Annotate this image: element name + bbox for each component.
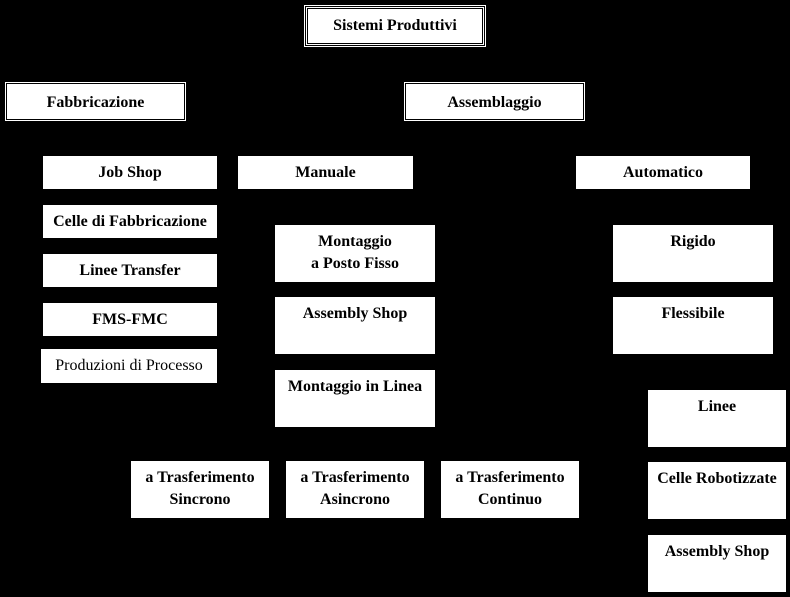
trasferimento-node: a Trasferimento Sincrono — [131, 461, 269, 518]
manuale-item-line2: a Posto Fisso — [311, 254, 399, 272]
trasferimento-line1: a Trasferimento — [145, 469, 255, 486]
automatico-label: Automatico — [623, 164, 703, 181]
trasferimento-line2: Continuo — [477, 490, 543, 508]
fabbricazione-item: FMS-FMC — [43, 303, 217, 336]
automatico-item: Flessibile — [613, 297, 773, 354]
fabbricazione-item: Linee Transfer — [43, 254, 217, 287]
manuale-item-line1: Montaggio — [318, 233, 392, 250]
flessibile-item: Celle Robotizzate — [648, 462, 786, 519]
assemblaggio-node: Assemblaggio — [404, 82, 585, 121]
flessibile-item-label: Assembly Shop — [664, 543, 770, 560]
trasferimento-line2: Sincrono — [169, 490, 231, 508]
fabbricazione-item-label: Linee Transfer — [79, 262, 181, 279]
fabbricazione-item-label: FMS-FMC — [92, 311, 168, 328]
fabbricazione-node: Fabbricazione — [5, 82, 186, 121]
assemblaggio-label: Assemblaggio — [447, 94, 542, 111]
flessibile-item: Assembly Shop — [648, 535, 786, 592]
trasferimento-line1: a Trasferimento — [455, 469, 565, 486]
automatico-item-label: Rigido — [670, 233, 716, 250]
automatico-item: Rigido — [613, 225, 773, 282]
fabbricazione-item: Celle di Fabbricazione — [43, 205, 217, 238]
fabbricazione-item-label: Job Shop — [98, 164, 162, 181]
flessibile-item-label: Celle Robotizzate — [657, 470, 777, 487]
fabbricazione-item: Produzioni di Processo — [41, 349, 217, 383]
manuale-item-line1: Assembly Shop — [302, 305, 408, 322]
trasferimento-node: a Trasferimento Asincrono — [286, 461, 424, 518]
manuale-item: Montaggio in Linea — [275, 370, 435, 427]
manuale-item: Assembly Shop — [275, 297, 435, 354]
trasferimento-line1: a Trasferimento — [300, 469, 410, 486]
automatico-node: Automatico — [576, 156, 750, 189]
automatico-item-label: Flessibile — [661, 305, 725, 322]
root-label: Sistemi Produttivi — [333, 17, 457, 34]
manuale-label: Manuale — [295, 164, 356, 181]
fabbricazione-item-label: Produzioni di Processo — [55, 357, 203, 374]
fabbricazione-item: Job Shop — [43, 156, 217, 189]
root-node: Sistemi Produttivi — [304, 5, 486, 47]
trasferimento-node: a Trasferimento Continuo — [441, 461, 579, 518]
fabbricazione-item-label: Celle di Fabbricazione — [53, 213, 207, 230]
flessibile-item-label: Linee — [697, 398, 737, 415]
manuale-item: Montaggio a Posto Fisso — [275, 225, 435, 282]
fabbricazione-label: Fabbricazione — [46, 94, 145, 111]
manuale-item-line1: Montaggio in Linea — [287, 378, 423, 395]
manuale-node: Manuale — [238, 156, 413, 189]
trasferimento-line2: Asincrono — [320, 490, 390, 508]
flessibile-item: Linee — [648, 390, 786, 447]
